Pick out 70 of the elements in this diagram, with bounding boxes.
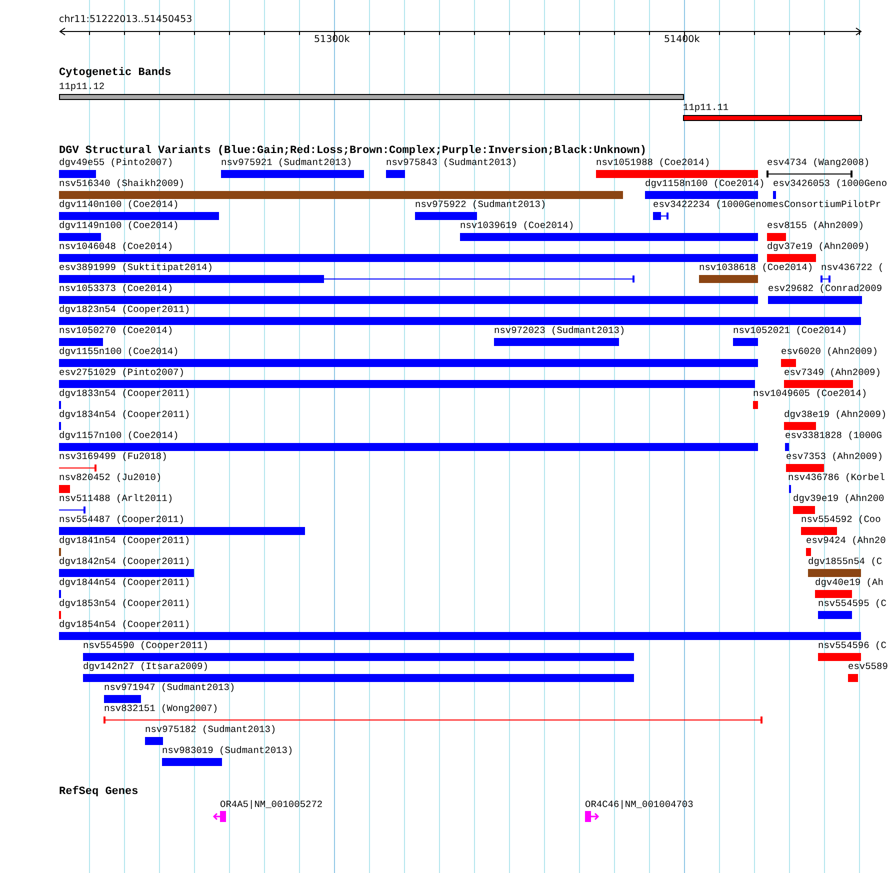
variant-label: nsv975182 (Sudmant2013) — [145, 724, 276, 736]
variant-label: dgv39e19 (Ahn200 — [793, 493, 884, 505]
variant-label: nsv1039619 (Coe2014) — [460, 220, 574, 232]
variant-label: dgv1140n100 (Coe2014) — [59, 199, 179, 211]
band-label: 11p11.11 — [683, 102, 729, 114]
variant-label: nsv436722 ( — [821, 262, 884, 274]
variant-label: esv4734 (Wang2008) — [767, 157, 870, 169]
variant-label: dgv1854n54 (Cooper2011) — [59, 619, 190, 631]
variant-label: esv7353 (Ahn2009) — [786, 451, 883, 463]
variant-label: esv3426053 (1000Geno — [773, 178, 888, 190]
variant-label: esv3422234 (1000GenomesConsortiumPilotPr — [653, 199, 882, 211]
variant-label: esv3381828 (1000G — [785, 430, 882, 442]
variant-label: dgv37e19 (Ahn2009) — [767, 241, 870, 253]
gene-label: OR4C46|NM_001004703 — [585, 799, 694, 811]
variant-label: nsv972023 (Sudmant2013) — [494, 325, 626, 337]
coordinate-range: chr11:51222013..51450453 — [59, 14, 192, 26]
variant-label: dgv38e19 (Ahn2009) — [784, 409, 887, 421]
scale-tick-label: 51400k — [664, 34, 700, 46]
variant-label: esv7349 (Ahn2009) — [784, 367, 881, 379]
variant-label: nsv554592 (Coo — [801, 514, 881, 526]
track-title: DGV Structural Variants (Blue:Gain;Red:Loss;Brown:Complex;Purple:Inversion;Black:Unknown) — [59, 145, 646, 157]
scale-tick-label: 51300k — [314, 34, 350, 46]
variant-label: dgv1149n100 (Coe2014) — [59, 220, 179, 232]
variant-label: dgv1841n54 (Cooper2011) — [59, 535, 190, 547]
variant-label: nsv1038618 (Coe2014) — [699, 262, 814, 274]
variant-label: dgv1853n54 (Cooper2011) — [59, 598, 190, 610]
variant-label: nsv516340 (Shaikh2009) — [59, 178, 184, 190]
variant-label: dgv49e55 (Pinto2007) — [59, 157, 174, 169]
variant-label: dgv1855n54 (C — [808, 556, 882, 568]
variant-label: nsv1046048 (Coe2014) — [59, 241, 174, 253]
variant-label: nsv1050270 (Coe2014) — [59, 325, 174, 337]
variant-label: dgv40e19 (Ah — [815, 577, 884, 589]
variant-label: dgv1157n100 (Coe2014) — [59, 430, 179, 442]
variant-label: dgv1833n54 (Cooper2011) — [59, 388, 190, 400]
variant-label: nsv1053373 (Coe2014) — [59, 283, 174, 295]
variant-label: nsv1052021 (Coe2014) — [733, 325, 848, 337]
variant-label: nsv1049605 (Coe2014) — [753, 388, 868, 400]
variant-label: nsv436786 (Korbel — [788, 472, 885, 484]
variant-label: nsv832151 (Wong2007) — [104, 703, 218, 715]
variant-label: esv8155 (Ahn2009) — [767, 220, 864, 232]
variant-label: nsv554487 (Cooper2011) — [59, 514, 184, 526]
variant-label: nsv3169499 (Fu2018) — [59, 451, 168, 463]
variant-label: nsv511488 (Arlt2011) — [59, 493, 174, 505]
variant-label: nsv975843 (Sudmant2013) — [386, 157, 518, 169]
variant-label: dgv1834n54 (Cooper2011) — [59, 409, 190, 421]
variant-label: dgv142n27 (Itsara2009) — [83, 661, 208, 673]
variant-label: esv6020 (Ahn2009) — [781, 346, 878, 358]
track-title: Cytogenetic Bands — [59, 67, 172, 79]
variant-label: nsv975922 (Sudmant2013) — [415, 199, 546, 211]
variant-label: esv9424 (Ahn20 — [806, 535, 886, 547]
variant-label: esv3891999 (Suktitipat2014) — [59, 262, 213, 274]
gene-label: OR4A5|NM_001005272 — [220, 799, 323, 811]
variant-label: nsv554590 (Cooper2011) — [83, 640, 208, 652]
track-title: RefSeq Genes — [59, 786, 138, 798]
variant-label: nsv975921 (Sudmant2013) — [221, 157, 352, 169]
variant-label: nsv971947 (Sudmant2013) — [104, 682, 236, 694]
variant-label: nsv820452 (Ju2010) — [59, 472, 162, 484]
variant-label: nsv554596 (C — [818, 640, 886, 652]
variant-label: nsv554595 (C — [818, 598, 886, 610]
variant-label: nsv1051988 (Coe2014) — [596, 157, 710, 169]
variant-label: dgv1158n100 (Coe2014) — [645, 178, 765, 190]
variant-label: nsv983019 (Sudmant2013) — [162, 745, 294, 757]
variant-label: esv2751029 (Pinto2007) — [59, 367, 184, 379]
variant-label: dgv1823n54 (Cooper2011) — [59, 304, 190, 316]
variant-label: dgv1844n54 (Cooper2011) — [59, 577, 190, 589]
variant-label: esv5589 — [848, 661, 888, 673]
variant-label: esv29682 (Conrad2009 — [768, 283, 882, 295]
variant-label: dgv1155n100 (Coe2014) — [59, 346, 179, 358]
band-label: 11p11.12 — [59, 81, 105, 93]
variant-label: dgv1842n54 (Cooper2011) — [59, 556, 190, 568]
